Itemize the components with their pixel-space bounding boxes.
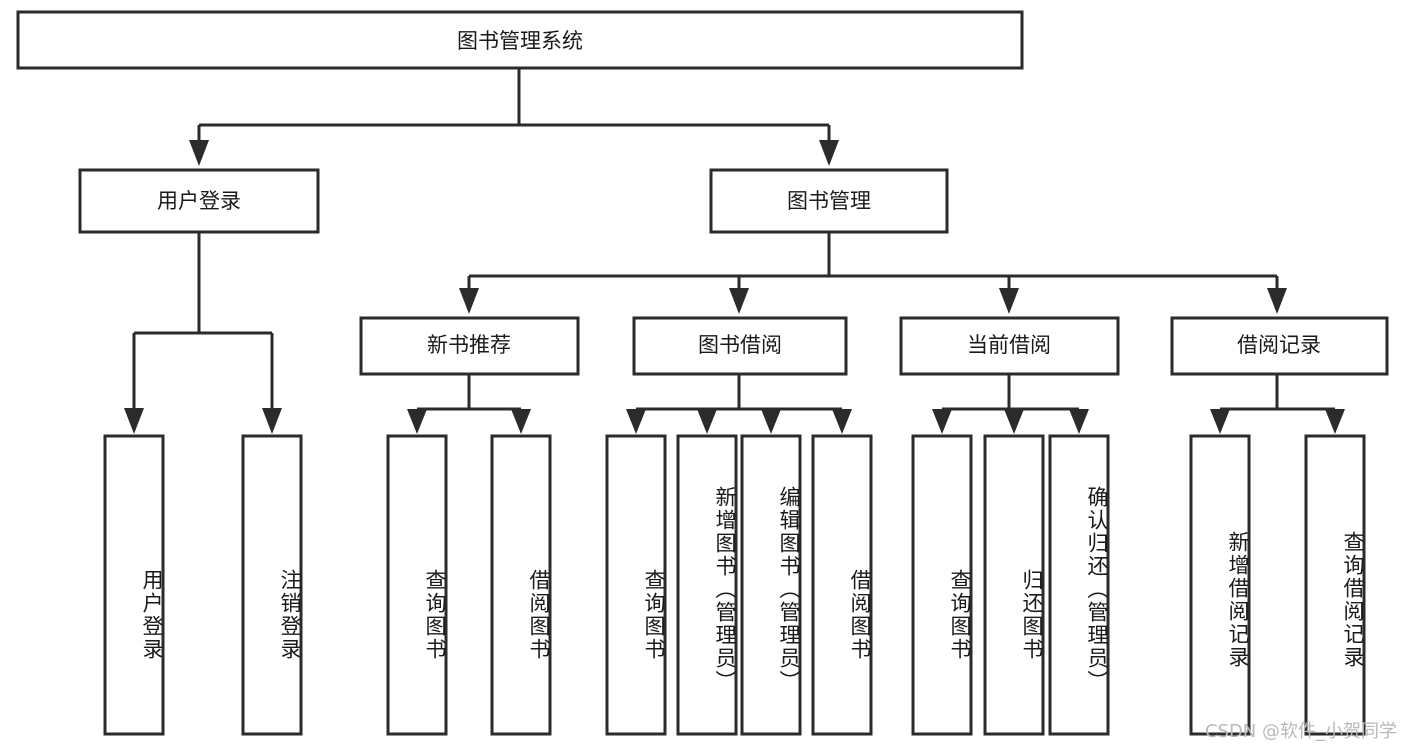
node-book-manage-box[interactable]	[709, 168, 949, 234]
leaf-box-new-book-2[interactable]	[490, 434, 552, 736]
connector-group-borrow-record	[1210, 374, 1345, 434]
node-root-box[interactable]	[16, 10, 1024, 70]
arrow-head-bookborrow-leaf-1	[626, 409, 646, 434]
node-new-book-recommend-label: 新书推荐	[427, 333, 511, 357]
connector-group-book-manage	[459, 232, 1287, 314]
connector-group-user-login	[124, 232, 282, 434]
arrow-head-to-book-borrow	[729, 288, 749, 314]
node-current-borrow-label: 当前借阅	[967, 333, 1051, 357]
leaf-box-user-login-1[interactable]	[103, 434, 165, 736]
arrow-head-newbook-leaf-2	[511, 409, 531, 434]
arrow-head-to-new-book	[459, 288, 479, 314]
leaf-box-borrow-record-1[interactable]	[1189, 434, 1251, 736]
leaf-box-borrow-record-2[interactable]	[1304, 434, 1366, 736]
connector-group-book-borrow	[626, 374, 852, 434]
arrow-head-borrowrecord-leaf-1	[1210, 409, 1230, 434]
node-borrow-record-box[interactable]	[1170, 316, 1389, 376]
arrow-head-bookborrow-leaf-2	[697, 409, 717, 434]
node-new-book-recommend[interactable]: 新书推荐	[359, 316, 580, 376]
connector-group-current-borrow	[932, 374, 1089, 434]
node-book-manage[interactable]: 图书管理	[709, 168, 949, 234]
node-book-borrow-box[interactable]	[632, 316, 848, 376]
node-borrow-record-label: 借阅记录	[1237, 333, 1321, 357]
arrow-head-currentborrow-leaf-3	[1069, 409, 1089, 434]
node-book-borrow-label: 图书借阅	[698, 333, 782, 357]
arrow-head-bookborrow-leaf-3	[761, 409, 781, 434]
connector-group-new-book	[407, 374, 531, 434]
arrow-head-to-book-manage	[819, 140, 839, 166]
leaf-box-current-borrow-2[interactable]	[983, 434, 1045, 736]
leaf-box-book-borrow-2[interactable]	[676, 434, 738, 736]
arrow-head-currentborrow-leaf-2	[1004, 409, 1024, 434]
leaf-box-book-borrow-3[interactable]	[740, 434, 802, 736]
csdn-watermark: CSDN @软件_小贺同学	[1204, 721, 1397, 742]
arrow-head-to-current-borrow	[999, 288, 1019, 314]
leaf-boxes	[103, 434, 1366, 736]
leaf-box-book-borrow-4[interactable]	[811, 434, 873, 736]
node-new-book-recommend-box[interactable]	[359, 316, 580, 376]
leaf-box-book-borrow-1[interactable]	[605, 434, 667, 736]
arrow-head-to-user-login	[189, 140, 209, 166]
node-user-login-label: 用户登录	[157, 189, 241, 213]
node-user-login[interactable]: 用户登录	[78, 168, 320, 234]
arrow-head-user-leaf-1	[124, 408, 144, 434]
leaf-box-current-borrow-1[interactable]	[911, 434, 973, 736]
arrow-head-bookborrow-leaf-4	[832, 409, 852, 434]
arrow-head-borrowrecord-leaf-2	[1325, 409, 1345, 434]
node-current-borrow[interactable]: 当前借阅	[899, 316, 1120, 376]
connector-group-root	[189, 68, 839, 166]
arrow-head-to-borrow-record	[1267, 288, 1287, 314]
node-root-label: 图书管理系统	[457, 29, 583, 53]
node-user-login-box[interactable]	[78, 168, 320, 234]
arrow-head-currentborrow-leaf-1	[932, 409, 952, 434]
node-book-manage-label: 图书管理	[787, 189, 871, 213]
node-book-borrow[interactable]: 图书借阅	[632, 316, 848, 376]
node-borrow-record[interactable]: 借阅记录	[1170, 316, 1389, 376]
node-root[interactable]: 图书管理系统	[16, 10, 1024, 70]
arrow-head-user-leaf-2	[262, 408, 282, 434]
arrow-head-newbook-leaf-1	[407, 409, 427, 434]
leaf-box-new-book-1[interactable]	[386, 434, 448, 736]
leaf-box-user-login-2[interactable]	[241, 434, 303, 736]
leaf-box-current-borrow-3[interactable]	[1048, 434, 1110, 736]
node-current-borrow-box[interactable]	[899, 316, 1120, 376]
